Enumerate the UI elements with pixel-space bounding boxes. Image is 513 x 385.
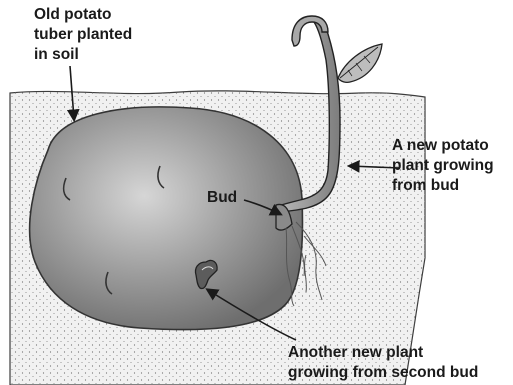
new-plant-label-line: from bud <box>392 177 459 194</box>
second-plant-label-line: growing from second bud <box>288 364 478 381</box>
second-plant-label-line: Another new plant <box>288 344 423 361</box>
new-plant-label-line: plant growing <box>392 157 494 174</box>
new-plant-label-line: A new potato <box>392 137 489 154</box>
tuber-label: Old potato tuber planted in soil <box>34 6 132 63</box>
tuber-label-line: tuber planted <box>34 26 132 43</box>
leaf <box>338 44 382 82</box>
bud-label: Bud <box>207 189 237 206</box>
tuber-label-line: Old potato <box>34 6 112 23</box>
tuber-label-line: in soil <box>34 46 79 63</box>
potato-tuber <box>30 107 303 330</box>
new-plant-label: A new potato plant growing from bud <box>392 137 494 194</box>
